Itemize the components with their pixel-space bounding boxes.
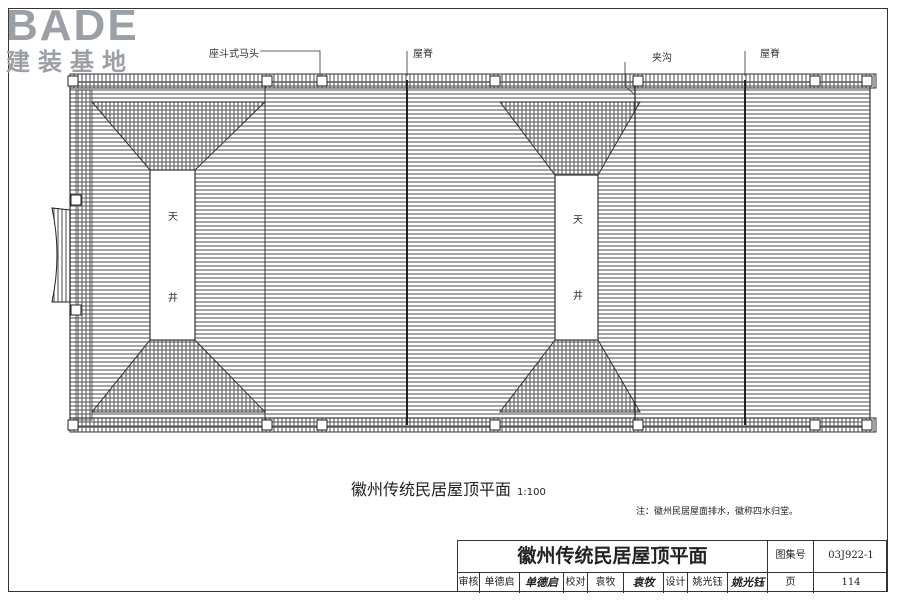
courtyard-2 xyxy=(554,174,599,341)
caption-title: 徽州传统民居屋顶平面 xyxy=(351,480,512,499)
label-horse-head-wall: 座斗式马头 xyxy=(209,49,259,60)
page-label: 页 xyxy=(768,573,814,593)
title-block: 徽州传统民居屋顶平面 图集号 03J922-1 审核 单德启 单德启 校对 袁牧… xyxy=(457,540,888,593)
label-valley: 夹沟 xyxy=(652,53,672,64)
checker-name: 袁牧 xyxy=(588,573,624,593)
label-ridge-2: 屋脊 xyxy=(760,49,780,60)
drawing-caption: 徽州传统民居屋顶平面 1:100 xyxy=(351,476,546,500)
checker-signature: 袁牧 xyxy=(624,573,664,593)
drawing-note: 注：徽州民居屋面排水，徽称四水归堂。 xyxy=(636,507,799,517)
atlas-label: 图集号 xyxy=(768,541,814,573)
review-label: 审核 xyxy=(458,573,480,593)
watermark-logo: BADE 建装基地 xyxy=(6,1,139,77)
caption-scale: 1:100 xyxy=(517,487,546,498)
label-ridge-1: 屋脊 xyxy=(413,49,433,60)
designer-signature: 姚光钰 xyxy=(728,573,768,593)
column-markers xyxy=(67,75,873,431)
label-courtyard-1-bottom: 井 xyxy=(168,293,178,304)
label-courtyard-1-top: 天 xyxy=(168,212,178,223)
reviewer-signature: 单德启 xyxy=(520,573,564,593)
reviewer-name: 单德启 xyxy=(480,573,520,593)
label-courtyard-2-bottom: 井 xyxy=(573,291,583,302)
atlas-number: 03J922-1 xyxy=(814,541,888,573)
bottom-eave xyxy=(69,417,877,433)
roof-plan xyxy=(51,50,877,433)
title-block-title: 徽州传统民居屋顶平面 xyxy=(458,541,768,573)
page-number: 114 xyxy=(841,577,861,588)
check-label: 校对 xyxy=(564,573,588,593)
drawing-frame xyxy=(8,8,888,592)
label-courtyard-2-top: 天 xyxy=(573,215,583,226)
top-eave xyxy=(69,73,877,89)
designer-name: 姚光钰 xyxy=(688,573,728,593)
logo-text: BADE xyxy=(6,1,139,50)
logo-subtext: 建装基地 xyxy=(6,48,134,76)
leader-lines xyxy=(260,50,746,96)
horse-head-gable xyxy=(51,207,71,303)
courtyard-1 xyxy=(149,169,196,341)
design-label: 设计 xyxy=(664,573,688,593)
left-gable-tiles xyxy=(75,89,93,421)
